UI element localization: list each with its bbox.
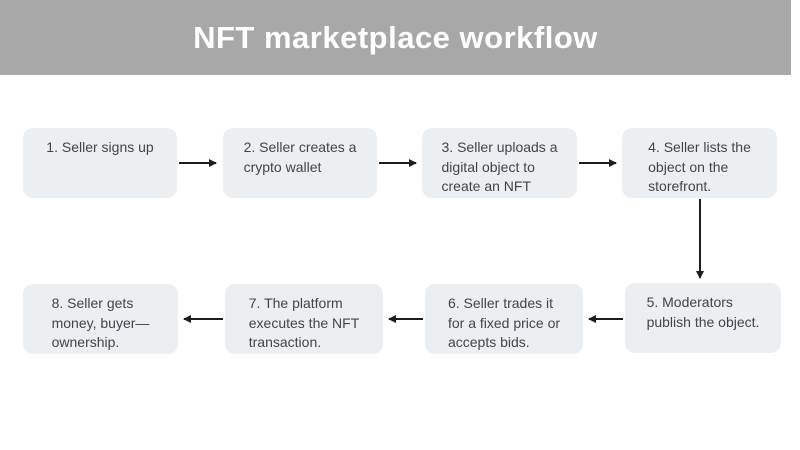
step-box-6: 6. Seller trades it for a fixed price or…: [425, 284, 583, 354]
step-box-1: 1. Seller signs up: [23, 128, 177, 198]
step-text-3: 3. Seller uploads a digital object to cr…: [441, 139, 558, 194]
step-text-7: 7. The platform executes the NFT transac…: [248, 295, 360, 350]
step-box-7: 7. The platform executes the NFT transac…: [225, 284, 383, 354]
step-text-6: 6. Seller trades it for a fixed price or…: [447, 295, 561, 350]
page-title: NFT marketplace workflow: [193, 19, 598, 55]
step-box-3: 3. Seller uploads a digital object to cr…: [422, 128, 577, 198]
step-text-8: 8. Seller gets money, buyer— ownership.: [51, 295, 150, 350]
step-text-2: 2. Seller creates a crypto wallet: [243, 139, 357, 175]
step-box-8: 8. Seller gets money, buyer— ownership.: [23, 284, 178, 354]
step-box-4: 4. Seller lists the object on the storef…: [622, 128, 777, 198]
step-text-1: 1. Seller signs up: [46, 139, 154, 155]
step-box-5: 5. Moderators publish the object.: [625, 283, 781, 353]
title-bar: NFT marketplace workflow: [0, 0, 791, 75]
step-text-4: 4. Seller lists the object on the storef…: [648, 139, 751, 194]
step-box-2: 2. Seller creates a crypto wallet: [223, 128, 377, 198]
step-text-5: 5. Moderators publish the object.: [646, 294, 760, 330]
